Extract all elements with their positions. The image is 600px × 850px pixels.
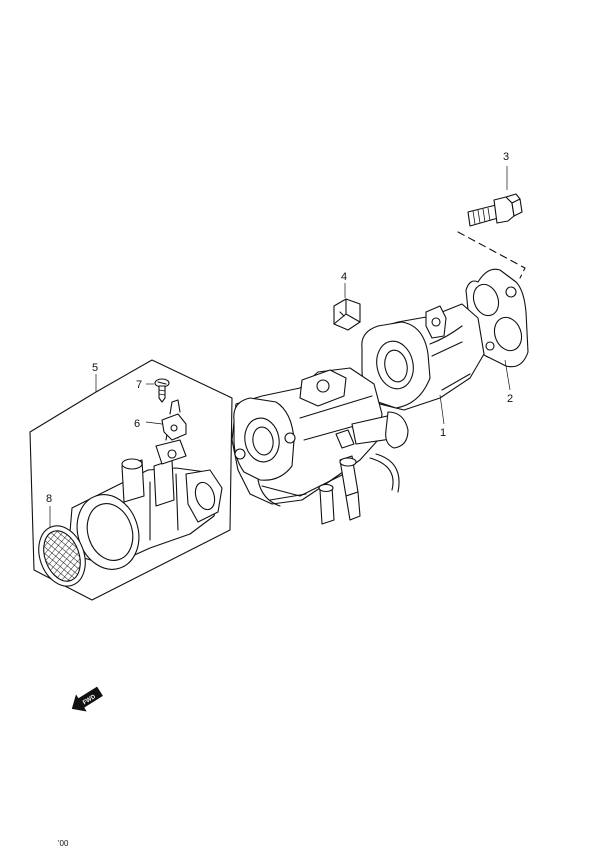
- bolt-part-3[interactable]: [467, 193, 523, 227]
- callout-label-4: 4: [341, 271, 347, 283]
- throttle-body-assembly[interactable]: [68, 425, 223, 577]
- assembly-frame-part-5: [29, 359, 233, 601]
- callout-label-1: 1: [440, 427, 446, 439]
- callout-label-2: 2: [507, 393, 513, 405]
- callout-label-8: 8: [46, 493, 52, 505]
- fwd-arrow-icon: FWD: [71, 686, 103, 712]
- intake-manifold-part-1[interactable]: [361, 303, 485, 411]
- callout-label-3: 3: [503, 151, 509, 163]
- callout-label-7: 7: [136, 379, 142, 391]
- leader-6: [145, 421, 163, 425]
- callout-label-6: 6: [134, 418, 140, 430]
- alignment-dashed-line: [457, 231, 526, 279]
- leader-1: [439, 394, 445, 425]
- leader-2: [504, 359, 511, 391]
- bracket-part-6[interactable]: [161, 399, 187, 441]
- screw-part-7[interactable]: [154, 378, 170, 403]
- cap-part-4[interactable]: [333, 298, 361, 331]
- carburetor-body[interactable]: [231, 367, 409, 525]
- callout-label-5: 5: [92, 362, 98, 374]
- footer-mark: '00: [58, 839, 69, 848]
